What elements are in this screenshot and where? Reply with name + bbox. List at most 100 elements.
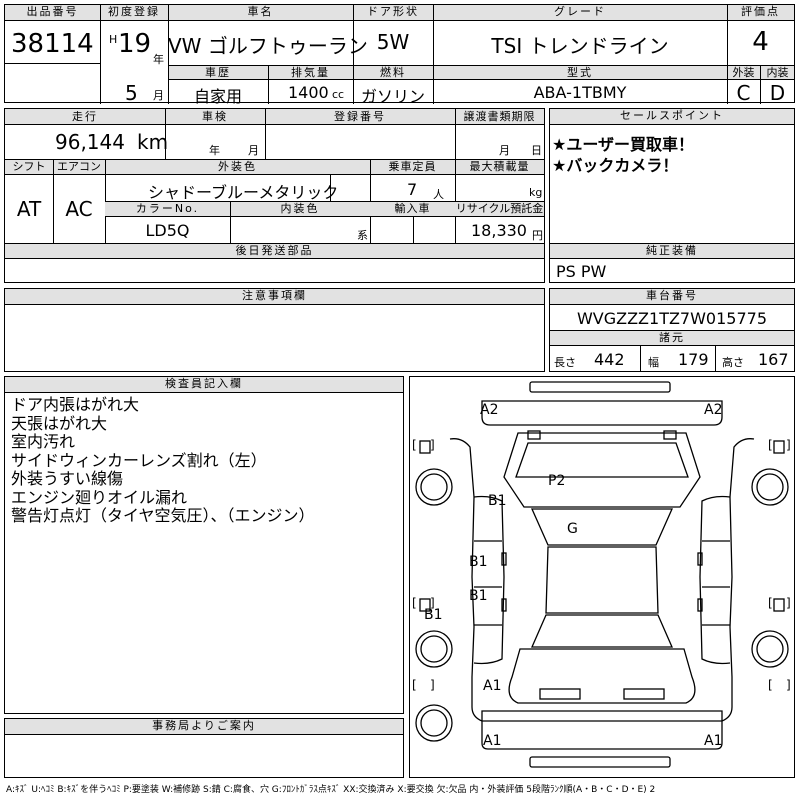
header-info-box: 出品番号 初度登録 車名 ドア形状 グレード 評価点 車歴 排気量 燃料 型式 … bbox=[4, 4, 795, 106]
reg-month: 5 bbox=[125, 81, 138, 105]
svg-text:[: [ bbox=[412, 678, 417, 692]
dimensions-label: 諸元 bbox=[550, 330, 794, 346]
inspection-label: 車検 bbox=[202, 110, 228, 123]
svg-text:]: ] bbox=[786, 438, 791, 452]
door-label: ドア形状 bbox=[353, 5, 433, 21]
year-unit: 年 bbox=[153, 53, 164, 66]
mark-hood: P2 bbox=[548, 473, 565, 489]
chassis-box: 車台番号 WVGZZZ1TZ7W015775 諸元 長さ 442 幅 179 高… bbox=[549, 288, 795, 372]
sales-point-2: ★バックカメラ！ bbox=[552, 156, 679, 175]
inspector-note: 警告灯点灯（タイヤ空気圧）、（エンジン） bbox=[11, 506, 315, 525]
score-label: 評価点 bbox=[727, 5, 794, 21]
interior-grade: D bbox=[769, 81, 786, 105]
color-no-label: カラーNo. bbox=[135, 202, 200, 215]
capacity-label: 乗車定員 bbox=[388, 160, 437, 173]
era-label: H bbox=[109, 33, 118, 46]
model-value: ABA-1TBMY bbox=[533, 83, 627, 102]
displacement-label: 排気量 bbox=[291, 66, 330, 79]
deadline-day-unit: 日 bbox=[531, 144, 542, 157]
ext-color-label: 外装色 bbox=[218, 160, 257, 173]
car-diagram-box: [] [] [] [] [] [] A2 A2 P2 G B1 B1 B1 B1… bbox=[409, 376, 795, 778]
inspector-label: 検査員記入欄 bbox=[5, 377, 403, 393]
history-label: 車歴 bbox=[205, 66, 231, 79]
mileage-label: 走行 bbox=[72, 110, 98, 123]
score-value: 4 bbox=[752, 27, 769, 57]
width-value: 179 bbox=[678, 350, 709, 369]
cc-unit: cc bbox=[332, 88, 345, 101]
series-unit: 系 bbox=[357, 229, 368, 242]
capacity-value: 7 bbox=[407, 180, 418, 199]
car-diagram: [] [] [] [] [] [] A2 A2 P2 G B1 B1 B1 B1… bbox=[412, 381, 791, 768]
mileage-value: 96,144 bbox=[55, 130, 125, 154]
car-name: VW ゴルフトゥーラン bbox=[168, 34, 368, 58]
exterior-label: 外装 bbox=[732, 66, 755, 79]
car-name-label: 車名 bbox=[168, 5, 353, 21]
svg-text:[: [ bbox=[768, 438, 773, 452]
reg-year: 19 bbox=[118, 29, 152, 59]
mark-rear-bumper-right: A1 bbox=[704, 733, 722, 749]
genuine-equip-label: 純正装備 bbox=[550, 243, 794, 259]
mark-rear-bumper-left: A1 bbox=[483, 733, 501, 749]
exterior-grade: C bbox=[736, 81, 751, 105]
grade-value: TSI トレンドライン bbox=[491, 34, 669, 58]
mark-roof: G bbox=[567, 521, 578, 537]
mark-fender-left: B1 bbox=[488, 493, 507, 509]
fuel-value: ガソリン bbox=[360, 87, 425, 106]
mark-rear-door-left: B1 bbox=[469, 588, 488, 604]
yen-unit: 円 bbox=[532, 229, 543, 242]
svg-text:[: [ bbox=[412, 596, 417, 610]
recycle-label: リサイクル預託金 bbox=[455, 202, 544, 215]
mark-front-right: A2 bbox=[704, 402, 722, 418]
inspector-box: 検査員記入欄 ドア内張はがれ大 天張はがれ大 室内汚れ サイドウィンカーレンズ割… bbox=[4, 376, 404, 714]
chassis-no-value: WVGZZZ1TZ7W015775 bbox=[576, 309, 768, 328]
transfer-deadline-label: 譲渡書類期限 bbox=[463, 110, 536, 123]
month-unit: 月 bbox=[153, 89, 164, 102]
kg-unit: kg bbox=[529, 186, 543, 199]
caution-label: 注意事項欄 bbox=[5, 289, 544, 305]
model-label: 型式 bbox=[567, 66, 593, 79]
inspector-note: エンジン廻りオイル漏れ bbox=[11, 487, 188, 507]
vehicle-detail-box: 走行 車検 登録番号 譲渡書類期限 96,144 km 年 月 月 日 シフト … bbox=[4, 108, 545, 283]
width-label: 幅 bbox=[648, 356, 659, 369]
height-value: 167 bbox=[758, 350, 789, 369]
inspector-notes-list: ドア内張はがれ大 天張はがれ大 室内汚れ サイドウィンカーレンズ割れ（左） 外装… bbox=[11, 395, 315, 526]
recycle-value: 18,330 bbox=[471, 221, 527, 240]
svg-text:[: [ bbox=[412, 438, 417, 452]
mark-front-door-left: B1 bbox=[469, 554, 488, 570]
sales-point-label: セールスポイント bbox=[550, 109, 794, 125]
inspector-note: ドア内張はがれ大 bbox=[11, 395, 140, 414]
length-label: 長さ bbox=[554, 356, 576, 369]
color-no-value: LD5Q bbox=[145, 221, 190, 240]
first-reg-label: 初度登録 bbox=[100, 5, 168, 21]
km-unit: km bbox=[137, 130, 169, 154]
mark-rear-left: A1 bbox=[483, 678, 501, 694]
row3-label-band bbox=[105, 201, 544, 217]
int-color-label: 内装色 bbox=[280, 202, 320, 215]
row1-label-band bbox=[5, 109, 544, 125]
reg-no-label: 登録番号 bbox=[334, 110, 386, 123]
aircon-label: エアコン bbox=[57, 160, 101, 173]
row2-label-band bbox=[168, 65, 727, 80]
inspector-note: 外装うすい線傷 bbox=[11, 469, 124, 488]
caution-box: 注意事項欄 bbox=[4, 288, 545, 372]
aircon-value: AC bbox=[65, 197, 93, 221]
chassis-no-label: 車台番号 bbox=[550, 289, 794, 305]
inspector-note: 室内汚れ bbox=[11, 432, 76, 451]
interior-label: 内装 bbox=[766, 66, 789, 79]
svg-text:[: [ bbox=[768, 678, 773, 692]
shift-value: AT bbox=[16, 197, 42, 221]
svg-text:]: ] bbox=[430, 596, 435, 610]
svg-text:]: ] bbox=[430, 678, 435, 692]
inspection-month-unit: 月 bbox=[248, 144, 259, 157]
inspector-note: サイドウィンカーレンズ割れ（左） bbox=[11, 450, 267, 470]
mark-front-left: A2 bbox=[480, 402, 498, 418]
legend-text: A:ｷｽﾞ U:ﾍｺﾐ B:ｷｽﾞを伴うﾍｺﾐ P:要塗装 W:補修跡 S:錆 … bbox=[6, 785, 656, 795]
svg-text:[: [ bbox=[768, 596, 773, 610]
fuel-label: 燃料 bbox=[380, 66, 406, 79]
lot-number: 38114 bbox=[11, 29, 94, 59]
displacement-value: 1400 bbox=[288, 83, 329, 102]
svg-text:]: ] bbox=[786, 678, 791, 692]
ext-color-value: シャドーブルーメタリック bbox=[148, 183, 339, 202]
lot-no-label: 出品番号 bbox=[5, 5, 100, 21]
length-value: 442 bbox=[594, 350, 625, 369]
